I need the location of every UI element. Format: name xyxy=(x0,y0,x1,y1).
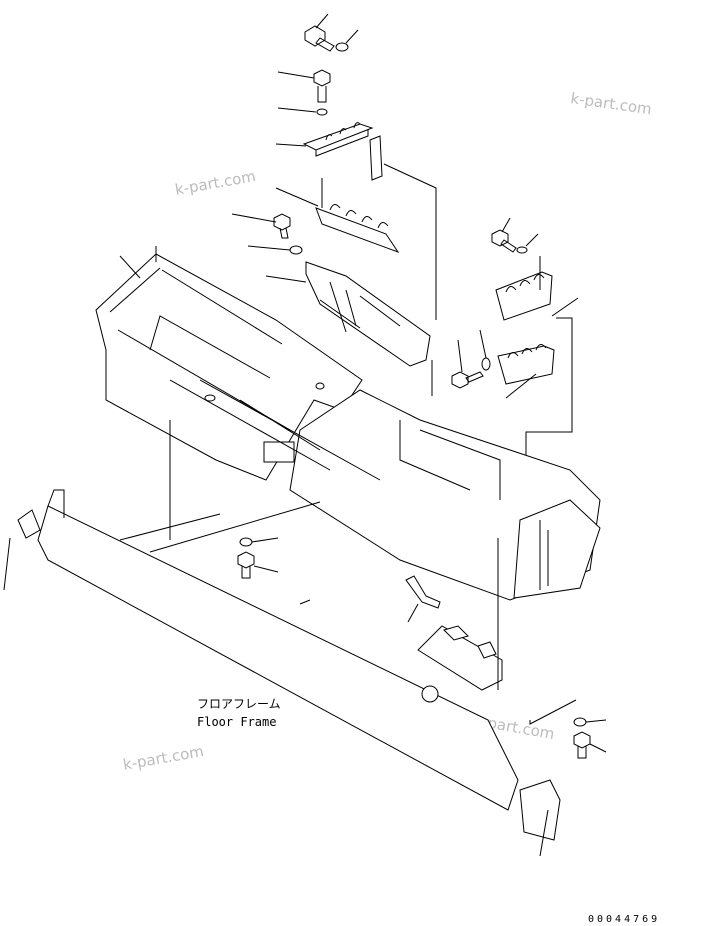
watermark-top-left: k-part.com xyxy=(174,167,258,199)
caption-english: Floor Frame xyxy=(197,715,276,729)
watermark-top-right: k-part.com xyxy=(569,89,652,118)
figure-code: 00044769 xyxy=(588,914,660,925)
washer-cover xyxy=(289,245,303,255)
washer-mid-right xyxy=(481,357,491,371)
lower-clamp-bracket xyxy=(275,178,400,253)
washer-right xyxy=(516,246,528,254)
bolt-column-left xyxy=(277,69,331,116)
right-clamp-lower xyxy=(497,345,555,385)
bolt-vertical-1 xyxy=(313,69,331,103)
pipe xyxy=(405,575,441,623)
upper-clamp-bracket xyxy=(275,122,437,320)
caption-japanese: フロアフレーム xyxy=(197,697,281,711)
right-bolt-assembly xyxy=(451,217,579,470)
washer-1 xyxy=(316,108,328,116)
watermark-bottom-left: k-part.com xyxy=(122,742,206,774)
lower-right-fasteners xyxy=(529,699,607,759)
bolt-mid-right xyxy=(451,371,484,389)
floor-frame xyxy=(3,489,561,857)
cover-bolt xyxy=(231,213,303,255)
bolt-top xyxy=(304,25,335,52)
console-frame xyxy=(95,246,601,601)
top-bolt-assembly xyxy=(304,13,359,52)
cover-plate xyxy=(265,261,431,367)
right-clamp-upper xyxy=(495,271,553,321)
washer-top xyxy=(335,42,349,52)
lower-left-fasteners xyxy=(237,537,279,579)
